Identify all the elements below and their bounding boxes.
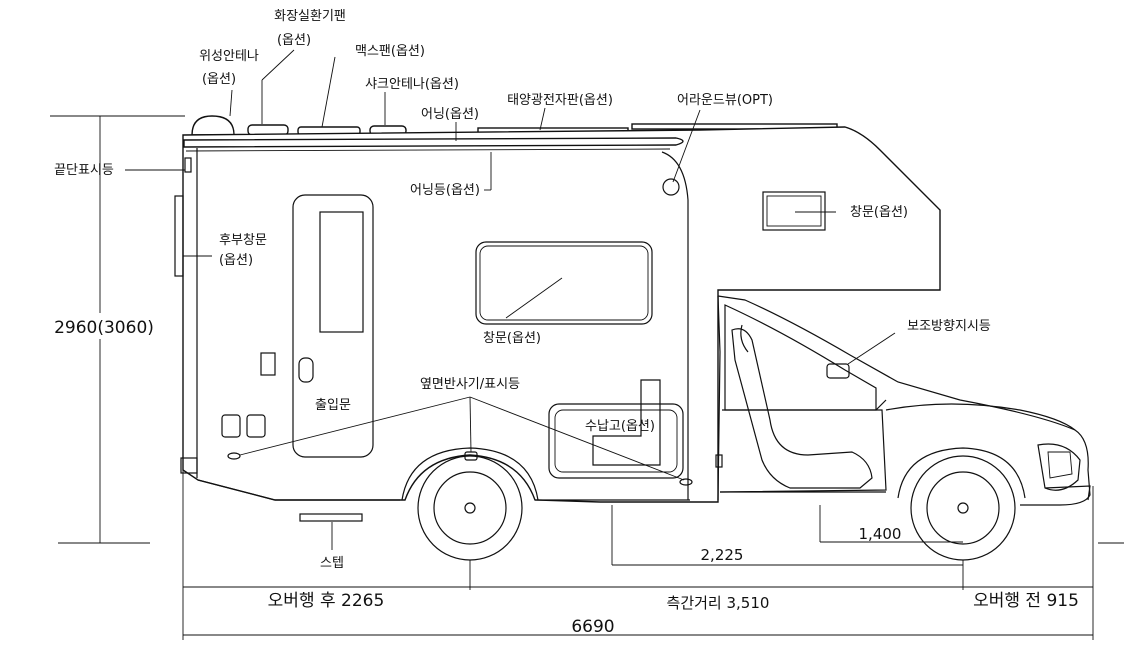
cabover-window bbox=[762, 191, 826, 231]
rear-overhang-value: 오버행 후 2265 bbox=[268, 591, 385, 611]
front-wheel bbox=[910, 455, 1016, 561]
door-window bbox=[319, 211, 364, 333]
label-side-reflector: 옆면반사기/표시등 bbox=[420, 377, 520, 392]
wheelbase-value: 측간거리 3,510 bbox=[667, 594, 770, 612]
label-rear-window: 후부창문 bbox=[219, 233, 267, 248]
aux-turn-signal-light bbox=[826, 363, 850, 379]
height-dimension: 2960(3060) bbox=[40, 115, 185, 544]
end-marker-light bbox=[184, 157, 192, 173]
front-offset-value: 1,400 bbox=[859, 525, 902, 543]
label-aux-turn-signal: 보조방향지시등 bbox=[907, 319, 991, 334]
label-sat-antenna: 위성안테나 bbox=[199, 49, 259, 64]
label-solar-panel: 태양광전자판(옵션) bbox=[507, 93, 613, 108]
height-value: 2960(3060) bbox=[54, 318, 154, 338]
label-shark-antenna: 샤크안테나(옵션) bbox=[365, 77, 459, 92]
step bbox=[299, 513, 363, 522]
total-length-value: 6690 bbox=[571, 617, 614, 637]
label-bathroom-fan: 화장실환기팬 bbox=[274, 9, 346, 24]
rear-axle-offset-value: 2,225 bbox=[701, 546, 744, 564]
label-awning: 어닝(옵션) bbox=[421, 107, 479, 122]
label-storage: 수납고(옵션) bbox=[585, 419, 655, 434]
label-awning-light: 어닝등(옵션) bbox=[410, 183, 480, 198]
entry-door-frame bbox=[292, 194, 374, 458]
label-around-view: 어라운드뷰(OPT) bbox=[677, 93, 773, 108]
storage-hatch bbox=[548, 403, 684, 479]
label-rear-window-opt: (옵션) bbox=[219, 253, 253, 268]
length-dimensions: 1,400 2,225 오버행 후 2265 측간거리 3,510 오버행 전 … bbox=[182, 470, 1124, 640]
satellite-antenna-dome bbox=[191, 115, 235, 136]
label-step: 스텝 bbox=[320, 556, 344, 571]
side-window bbox=[475, 241, 653, 325]
label-bathroom-fan-opt: (옵션) bbox=[277, 33, 311, 48]
reflector-rear bbox=[227, 452, 241, 460]
camper-body bbox=[174, 115, 941, 522]
door-handle bbox=[298, 357, 314, 383]
label-window-front: 창문(옵션) bbox=[850, 205, 908, 220]
truck-cab bbox=[715, 295, 1091, 506]
label-side-window: 창문(옵션) bbox=[483, 331, 541, 346]
front-overhang-value: 오버행 전 915 bbox=[973, 591, 1079, 611]
label-sat-antenna-opt: (옵션) bbox=[202, 72, 236, 87]
around-view-camera bbox=[662, 178, 680, 196]
label-end-marker: 끝단표시등 bbox=[54, 163, 114, 178]
awning-bar bbox=[183, 137, 684, 148]
callouts: 화장실환기팬 (옵션) 위성안테나 (옵션) 맥스팬(옵션) 샤크안테나(옵션)… bbox=[54, 9, 991, 571]
label-max-fan: 맥스팬(옵션) bbox=[355, 44, 425, 59]
reflector-front bbox=[679, 478, 693, 486]
label-entry-door: 출입문 bbox=[315, 398, 351, 413]
